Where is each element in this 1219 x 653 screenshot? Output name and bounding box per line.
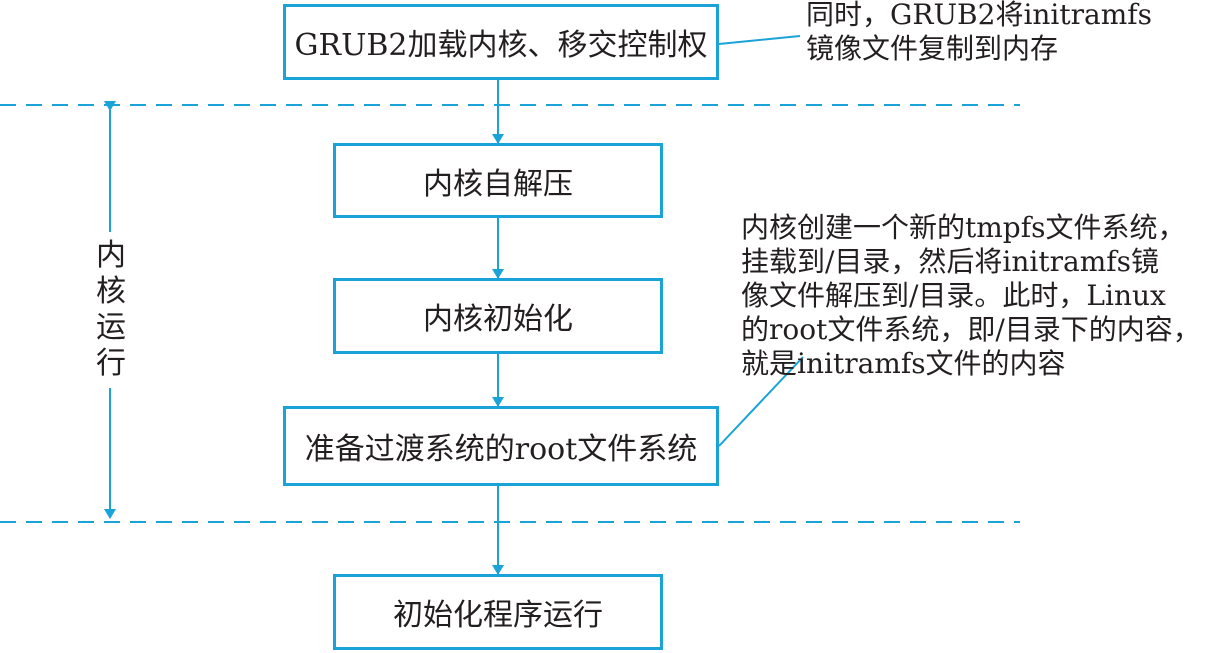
- root-fs-note: 内核创建一个新的tmpfs文件系统， 挂载到/目录，然后将initramfs镜 …: [741, 211, 1201, 381]
- prepare-root-fs-box: 准备过渡系统的root文件系统: [283, 406, 719, 486]
- kernel-decompress-box: 内核自解压: [333, 143, 663, 218]
- grub-note-line: 镜像文件复制到内存: [806, 32, 1059, 65]
- root-fs-note-line: 像文件解压到/目录。此时，Linux: [741, 279, 1166, 312]
- grub-load-kernel-label: GRUB2加载内核、移交控制权: [294, 28, 708, 63]
- kernel-run-char: 内: [96, 238, 126, 273]
- root-fs-note-line: 就是initramfs文件的内容: [741, 347, 1066, 380]
- grub-note-leader: [718, 35, 801, 45]
- kernel-run-char: 运: [96, 310, 126, 345]
- root-fs-note-line: 挂载到/目录，然后将initramfs镜: [741, 245, 1159, 278]
- grub-load-kernel-box: GRUB2加载内核、移交控制权: [283, 4, 719, 80]
- init-program-run-label: 初始化程序运行: [393, 598, 603, 633]
- grub-note: 同时，GRUB2将initramfs 镜像文件复制到内存: [806, 0, 1152, 66]
- kernel-decompress-label: 内核自解压: [423, 166, 573, 202]
- grub-note-line: 同时，GRUB2将initramfs: [806, 0, 1152, 31]
- prepare-root-fs-label: 准备过渡系统的root文件系统: [304, 432, 698, 467]
- kernel-run-char: 核: [96, 274, 126, 309]
- init-program-run-box: 初始化程序运行: [333, 574, 663, 650]
- kernel-run-label: 内 核 运 行: [96, 232, 126, 388]
- kernel-init-box: 内核初始化: [333, 278, 663, 354]
- root-note-leader: [718, 356, 804, 447]
- kernel-run-char: 行: [96, 346, 126, 381]
- root-fs-note-line: 的root文件系统，即/目录下的内容，: [741, 313, 1201, 346]
- kernel-init-label: 内核初始化: [423, 302, 573, 337]
- root-fs-note-line: 内核创建一个新的tmpfs文件系统，: [741, 211, 1186, 244]
